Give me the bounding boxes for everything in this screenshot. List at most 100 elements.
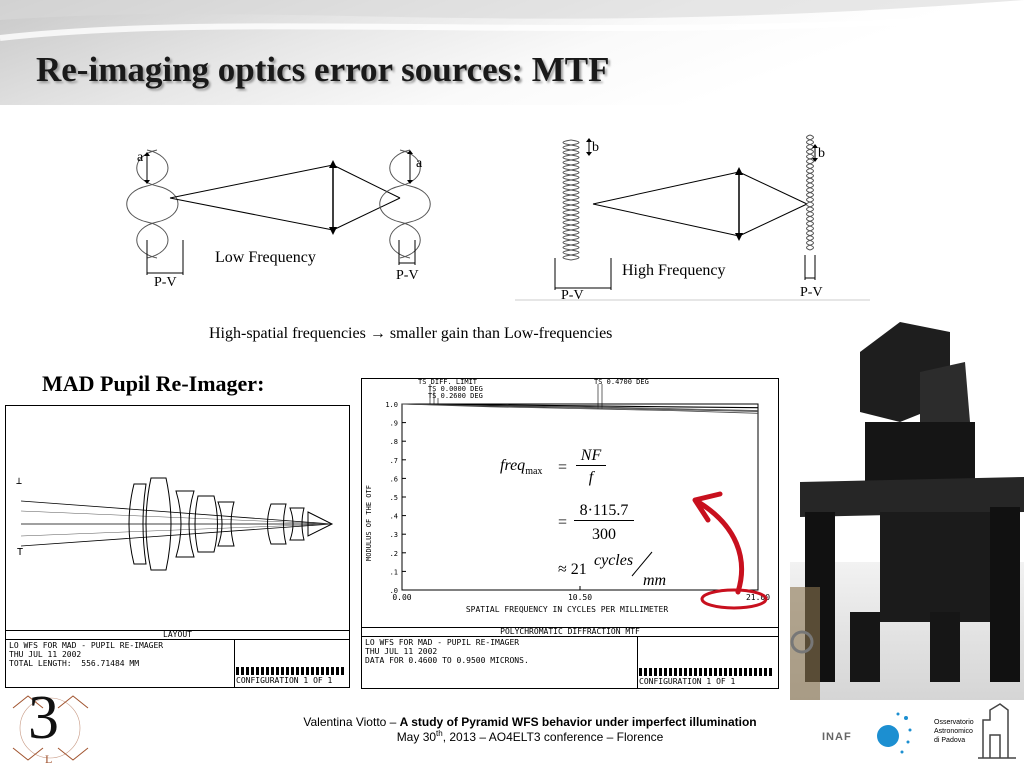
layout-info-separator (234, 639, 235, 687)
ao4elt3-logo (12, 695, 89, 761)
layout-divider-2 (6, 639, 349, 640)
mtf-ytick-label: .1 (390, 568, 398, 576)
footer-date-sup: th (436, 729, 443, 738)
high-left-wave (562, 139, 580, 261)
obs-line3: di Padova (934, 737, 966, 744)
eq-mm: mm (643, 572, 667, 589)
lens-layout-drawing (20, 477, 334, 571)
eq-equals-1: = (558, 459, 568, 476)
eq-den2: 300 (592, 526, 616, 543)
mtf-xtick-label: 21.00 (746, 593, 770, 602)
mtf-ytick-label: .9 (390, 420, 398, 428)
mad-label: MAD Pupil Re-Imager: (42, 371, 265, 396)
footer-date-pre: May 30 (396, 730, 437, 744)
mtf-legend-3: TS 0.2600 DEG (428, 392, 483, 400)
mtf-barcode (639, 668, 774, 676)
low-pv-left: P-V (154, 275, 177, 290)
wave-path (562, 139, 580, 261)
inaf-logo-text: INAF (822, 731, 852, 743)
ao4elt3-letter: L (45, 752, 53, 766)
eq-num2: 8·115.7 (574, 502, 634, 521)
mtf-config: CONFIGURATION 1 OF 1 (639, 677, 736, 686)
red-arrow-icon (692, 491, 744, 595)
layout-divider (6, 630, 349, 631)
layout-panel: ⊥ T LAYOUT LO WFS FOR MAD - PUPIL RE-IMA… (5, 405, 350, 688)
eq-approx: ≈ 21 (558, 561, 587, 578)
footer-author: Valentina Viotto (303, 715, 387, 729)
mtf-series-line (401, 403, 759, 412)
caption-left: High-spatial frequencies (209, 325, 366, 342)
footer-dash: – (386, 715, 400, 729)
low-a-left: a (137, 150, 144, 165)
mtf-info-line2: THU JUL 11 2002 (365, 647, 438, 656)
obs-padova-tower-icon (978, 703, 1016, 759)
mtf-xlabel: SPATIAL FREQUENCY IN CYCLES PER MILLIMET… (465, 605, 669, 614)
obs-padova-text: Osservatorio Astronomico di Padova (934, 718, 974, 745)
inaf-logo-icon (877, 712, 912, 754)
layout-config: CONFIGURATION 1 OF 1 (236, 676, 333, 685)
layout-info-line3: TOTAL LENGTH: 556.71484 MM (9, 659, 140, 668)
mtf-ytick-label: .2 (390, 550, 398, 558)
layout-barcode (236, 667, 346, 675)
red-highlight-ellipse (700, 588, 768, 610)
high-frequency-label: High Frequency (622, 262, 726, 279)
mtf-ytick-label: .3 (390, 531, 398, 539)
layout-info-line2: THU JUL 11 2002 (9, 650, 82, 659)
layout-info-line1: LO WFS FOR MAD - PUPIL RE-IMAGER (9, 641, 164, 650)
header-swoosh (0, 0, 1024, 41)
eq-f: f (588, 469, 594, 486)
eq-freq-text: freq (500, 457, 526, 474)
footer-line1: Valentina Viotto – A study of Pyramid WF… (200, 715, 860, 729)
low-frequency-diagram (126, 149, 431, 275)
mtf-legend-2: TS 0.0000 DEG (428, 385, 483, 393)
right-arrow-icon: → (369, 325, 386, 342)
mtf-ylabel: MODULUS OF THE OTF (365, 485, 373, 561)
frequency-caption: High-spatial frequencies → smaller gain … (209, 325, 612, 343)
layout-section-title: LAYOUT (163, 630, 192, 639)
eq-cycles: cycles (594, 552, 634, 569)
low-a-right: a (416, 156, 423, 171)
low-frequency-label: Low Frequency (215, 249, 316, 266)
mtf-ytick-label: 1.0 (385, 401, 398, 409)
mtf-series-line (401, 403, 759, 409)
mtf-info-separator (637, 636, 638, 688)
mtf-ytick-label: .4 (390, 513, 398, 521)
low-left-wave (136, 149, 179, 259)
high-pv-right: P-V (800, 285, 823, 300)
mtf-info-line3: DATA FOR 0.4600 TO 0.9500 MICRONS. (365, 656, 529, 665)
obs-line1: Osservatorio (934, 719, 974, 726)
high-right-wave (806, 134, 814, 251)
footer-talk-title: A study of Pyramid WFS behavior under im… (399, 715, 757, 729)
mtf-xtick-label: 10.50 (568, 593, 592, 602)
mtf-divider-2 (362, 636, 778, 637)
layout-marker-bottom: T (17, 547, 24, 558)
mtf-legend-1: TS DIFF. LIMIT (418, 378, 478, 386)
caption-right: smaller gain than Low-frequencies (389, 325, 613, 342)
high-b-left: b (592, 140, 599, 155)
mtf-ytick-label: .8 (390, 438, 398, 446)
high-frequency-diagram (515, 130, 875, 302)
layout-marker-top: ⊥ (16, 476, 23, 487)
eq-equals-2: = (558, 514, 568, 531)
mtf-divider (362, 627, 778, 628)
low-pv-right: P-V (396, 268, 419, 283)
mtf-legend-4: TS 0.4700 DEG (594, 378, 649, 386)
mtf-section-title: POLYCHROMATIC DIFFRACTION MTF (500, 627, 640, 636)
mtf-info-line1: LO WFS FOR MAD - PUPIL RE-IMAGER (365, 638, 520, 647)
mtf-ytick-label: .5 (390, 494, 398, 502)
mtf-series-line (401, 403, 759, 414)
eq-freq: freqmax (500, 457, 542, 477)
eq-slash (631, 551, 653, 577)
wave-path (806, 134, 814, 251)
slide-title: Re-imaging optics error sources: MTF (36, 50, 610, 89)
mtf-legend: TS DIFF. LIMIT TS 0.0000 DEG TS 0.2600 D… (418, 379, 483, 400)
mtf-ytick-label: .6 (390, 475, 398, 483)
footer-line2: May 30th, 2013 – AO4ELT3 conference – Fl… (200, 729, 860, 744)
eq-nf: NF (576, 447, 606, 466)
footer: Valentina Viotto – A study of Pyramid WF… (200, 715, 860, 744)
high-b-right: b (818, 146, 825, 161)
